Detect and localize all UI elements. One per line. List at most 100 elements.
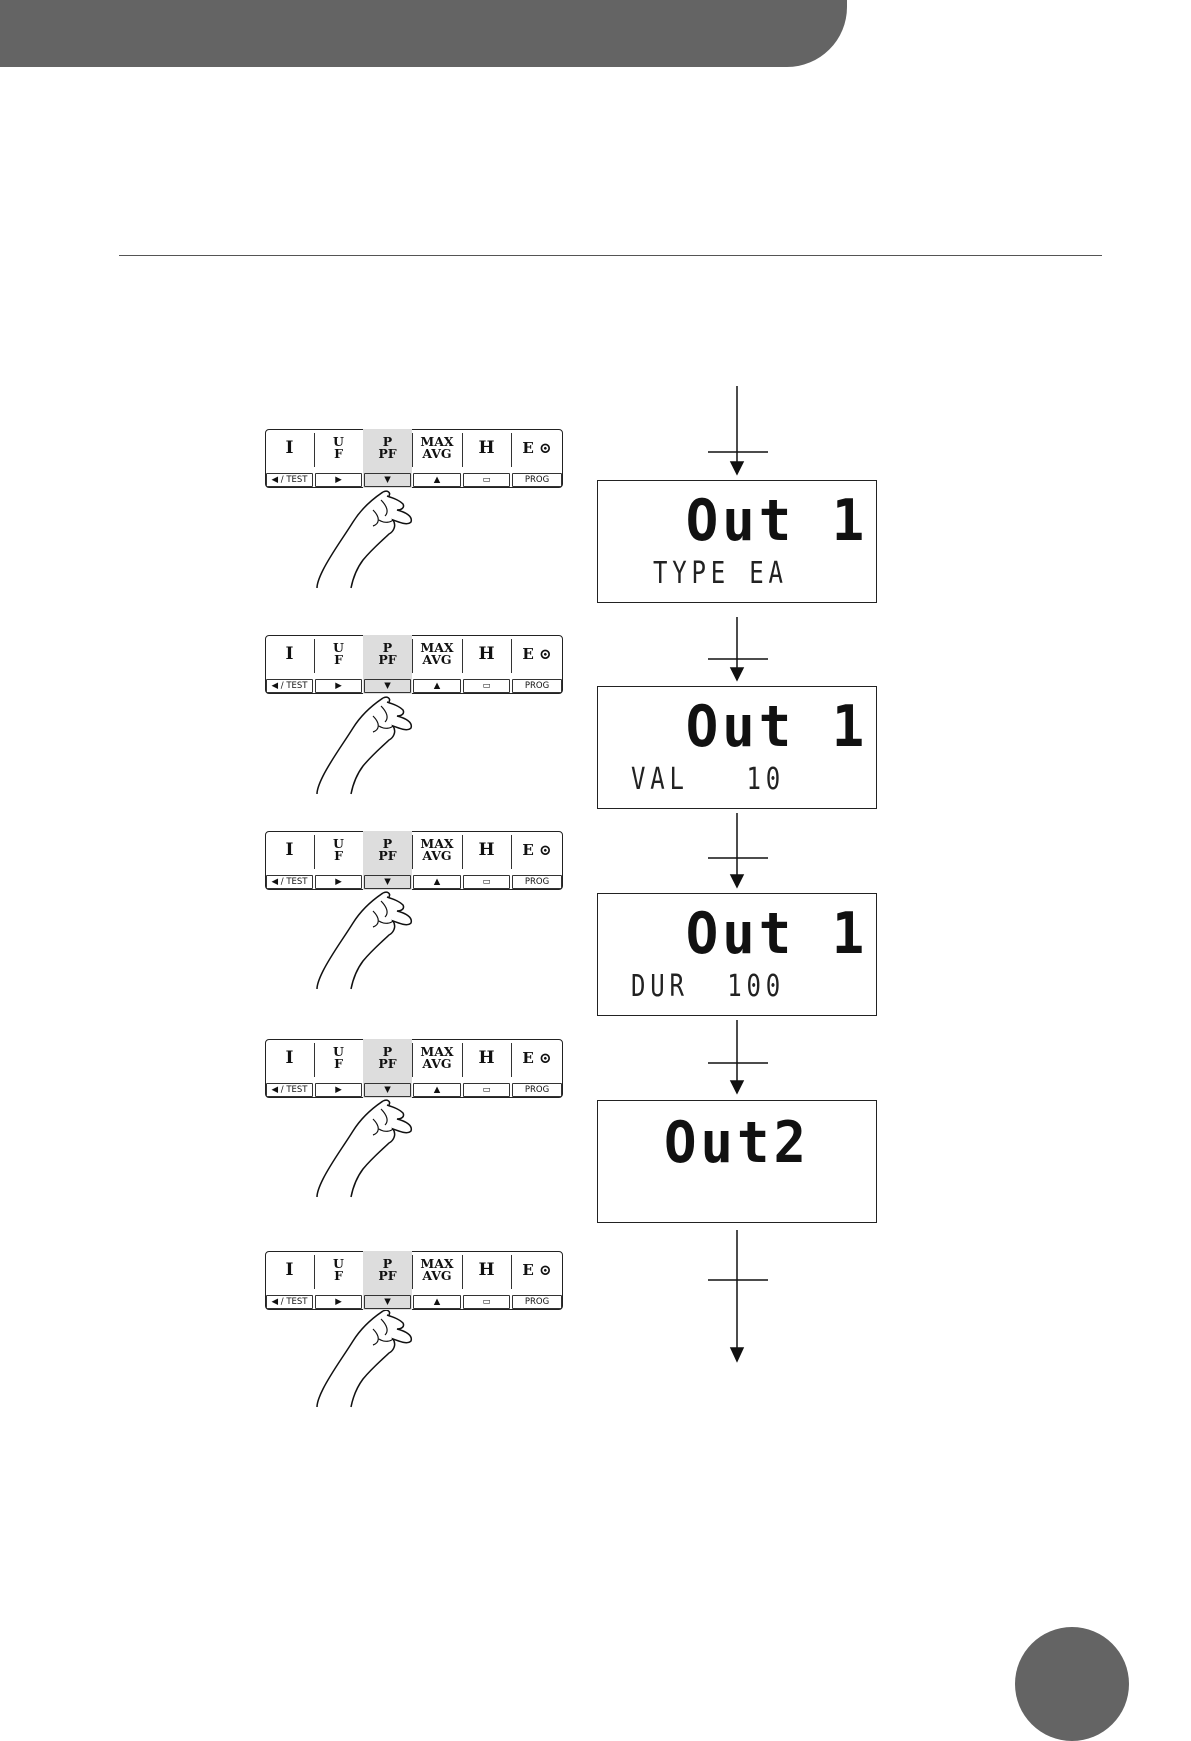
key-sub-label: PROG [512,1083,562,1097]
key-sub-label: ▭ [463,1083,510,1097]
key-label: E ⊙ [511,831,563,869]
key-sub-label: ▭ [463,473,510,487]
key-sub-label: ▼ [364,1295,411,1309]
key-h[interactable]: H ▭ [462,831,511,890]
key-label: I [265,1251,314,1289]
key-h[interactable]: H ▭ [462,635,511,694]
key-sub-label: ▭ [463,875,510,889]
key-sub-label: PROG [512,1295,562,1309]
key-sub-label: ▶ [315,1295,362,1309]
lcd-sub-text: DUR 100 [631,969,785,1004]
key-label-bottom: PF [378,448,396,461]
key-sub-label: ◀ / TEST [266,473,313,487]
lcd-display: Out 1 TYPE EA [597,480,877,603]
lcd-main-text: Out 1 [598,900,916,966]
key-label-bottom: F [334,654,343,667]
lcd-main-text: Out 1 [598,487,916,553]
key-label-bottom: PF [378,1058,396,1071]
key-e-prog[interactable]: E ⊙ PROG [511,831,563,890]
key-sub-label: ◀ / TEST [266,1295,313,1309]
key-i[interactable]: I ◀ / TEST [265,831,314,890]
key-i[interactable]: I ◀ / TEST [265,635,314,694]
key-sub-label: ▲ [413,875,461,889]
pointing-hand-icon [317,1100,411,1197]
key-h[interactable]: H ▭ [462,1251,511,1310]
key-label-bottom: F [334,448,343,461]
key-e-prog[interactable]: E ⊙ PROG [511,1039,563,1098]
key-label-bottom: PF [378,1270,396,1283]
key-sub-label: ▼ [364,473,411,487]
key-label: I [265,635,314,673]
key-sub-label: PROG [512,473,562,487]
key-label: I [265,831,314,869]
key-h[interactable]: H ▭ [462,1039,511,1098]
lcd-main-text: Out2 [598,1109,876,1175]
down-arrow-icon [708,813,768,887]
key-sub-label: ▭ [463,1295,510,1309]
key-i[interactable]: I ◀ / TEST [265,1251,314,1310]
key-e-prog[interactable]: E ⊙ PROG [511,1251,563,1310]
down-arrow-icon [708,1230,768,1361]
key-label-bottom: AVG [422,1270,451,1283]
key-label: I [265,429,314,467]
key-label: H [462,1039,511,1077]
key-label: H [462,429,511,467]
lcd-display: Out 1 DUR 100 [597,893,877,1016]
key-label: H [462,831,511,869]
key-label: E ⊙ [511,429,563,467]
lcd-main-text: Out 1 [598,693,916,759]
key-label-bottom: F [334,1270,343,1283]
lcd-display: Out2 [597,1100,877,1223]
down-arrow-icon [708,1020,768,1093]
key-sub-label: ▲ [413,473,461,487]
key-sub-label: ▼ [364,1083,411,1097]
key-sub-label: PROG [512,679,562,693]
key-sub-label: ▭ [463,679,510,693]
key-sub-label: ▶ [315,679,362,693]
key-i[interactable]: I ◀ / TEST [265,1039,314,1098]
lcd-sub-text: VAL 10 [631,762,785,797]
key-sub-label: PROG [512,875,562,889]
key-label: E ⊙ [511,1039,563,1077]
key-label: E ⊙ [511,1251,563,1289]
pointing-hand-icon [317,892,411,989]
key-sub-label: ◀ / TEST [266,875,313,889]
key-e-prog[interactable]: E ⊙ PROG [511,635,563,694]
key-label-bottom: AVG [422,1058,451,1071]
page-number-tab [1015,1627,1129,1741]
key-h[interactable]: H ▭ [462,429,511,488]
key-label-bottom: PF [378,850,396,863]
key-label: H [462,1251,511,1289]
keypad-panel: I ◀ / TEST UF ▶ PPF ▼ MAXAVG ▲ H ▭ E ⊙ P… [265,635,563,694]
key-label-bottom: F [334,850,343,863]
pointing-hand-icon [317,697,411,794]
key-label-bottom: AVG [422,850,451,863]
key-sub-label: ▲ [413,1295,461,1309]
key-label: I [265,1039,314,1077]
lcd-sub-text: TYPE EA [653,556,788,591]
key-sub-label: ◀ / TEST [266,1083,313,1097]
down-arrow-icon [708,386,768,474]
flow-diagram [0,0,1191,1684]
key-i[interactable]: I ◀ / TEST [265,429,314,488]
key-sub-label: ▲ [413,1083,461,1097]
key-e-prog[interactable]: E ⊙ PROG [511,429,563,488]
key-label: H [462,635,511,673]
